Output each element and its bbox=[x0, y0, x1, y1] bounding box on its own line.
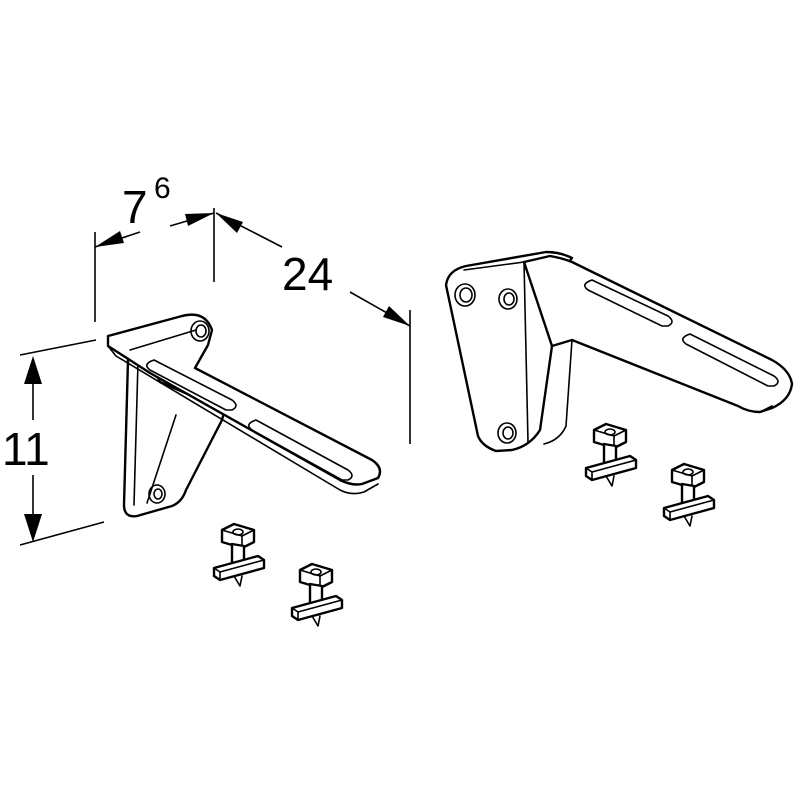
height-arrowhead-top bbox=[24, 356, 42, 384]
left-bracket-hole-bottom-inner bbox=[153, 488, 163, 500]
right-bracket-hole-right-inner bbox=[503, 292, 515, 306]
clip-cap bbox=[298, 562, 334, 590]
right-bracket-slot-1 bbox=[584, 279, 673, 327]
left-bracket-leg-edge bbox=[133, 361, 139, 506]
depth-arrowhead-left bbox=[95, 231, 124, 247]
depth-label: 7 bbox=[122, 181, 148, 233]
right-bracket-hole-bottom-inner bbox=[502, 426, 514, 440]
clip-base-edges bbox=[291, 599, 343, 621]
right-bracket-arm bbox=[522, 254, 794, 414]
length-label: 24 bbox=[282, 248, 333, 300]
left-bracket-slot-2 bbox=[248, 419, 353, 481]
length-arrowhead-right bbox=[383, 306, 410, 326]
fastener-clip bbox=[662, 462, 716, 527]
height-label: 11 bbox=[2, 423, 50, 475]
fastener-clip bbox=[212, 522, 266, 587]
clip-cap bbox=[220, 522, 256, 550]
clip-screw-head bbox=[310, 568, 322, 576]
fastener-clip bbox=[290, 562, 344, 627]
clip-base-edges bbox=[585, 459, 637, 481]
right-bracket-hole-bottom bbox=[497, 422, 517, 444]
clip-base bbox=[584, 454, 638, 482]
clip-pin bbox=[683, 515, 693, 527]
fastener-clip bbox=[584, 422, 638, 487]
height-arrowhead-bottom bbox=[24, 514, 42, 542]
left-bracket bbox=[106, 313, 382, 518]
clip-base bbox=[290, 594, 344, 622]
left-bracket-hole-top-inner bbox=[195, 324, 207, 338]
depth-dimension: 7 6 bbox=[94, 172, 215, 322]
clip-screw-head bbox=[232, 528, 244, 536]
clip-base bbox=[212, 554, 266, 582]
left-bracket-arm-thickness bbox=[107, 345, 379, 495]
left-bracket-leg bbox=[122, 358, 226, 518]
right-bracket bbox=[444, 250, 794, 453]
length-dimension: 24 bbox=[215, 212, 411, 444]
right-bracket-arm-tip bbox=[759, 405, 773, 413]
right-bracket-hole-right bbox=[498, 288, 518, 310]
clip-pin bbox=[311, 615, 321, 627]
clip-base bbox=[662, 494, 716, 522]
left-bracket-slot-1 bbox=[146, 359, 237, 411]
clip-cap bbox=[670, 462, 706, 490]
clip-base-edges bbox=[213, 559, 265, 581]
clip-screw-head bbox=[604, 428, 616, 436]
height-dimension: 11 bbox=[2, 339, 105, 546]
right-bracket-hole-left bbox=[454, 283, 476, 307]
left-bracket-arm bbox=[106, 313, 382, 486]
clip-base-edges bbox=[663, 499, 715, 521]
clip-pin bbox=[605, 475, 615, 487]
clip-pin bbox=[233, 575, 243, 587]
left-bracket-hole-bottom bbox=[148, 484, 166, 504]
right-bracket-slot-2 bbox=[682, 333, 779, 387]
depth-label-superscript: 6 bbox=[154, 172, 171, 205]
right-bracket-web-edge bbox=[543, 339, 573, 445]
left-bracket-hole-top bbox=[190, 320, 210, 342]
clip-screw-head bbox=[682, 468, 694, 476]
clip-cap bbox=[592, 422, 628, 450]
left-bracket-leg-fold bbox=[146, 414, 177, 504]
right-bracket-hole-left-inner bbox=[459, 287, 473, 303]
left-bracket-arm-top-edge bbox=[129, 329, 197, 351]
length-arrowhead-left bbox=[216, 213, 243, 233]
depth-arrowhead-right bbox=[185, 213, 214, 226]
height-extension-line-bottom bbox=[19, 521, 105, 546]
height-extension-line-top bbox=[19, 339, 97, 356]
